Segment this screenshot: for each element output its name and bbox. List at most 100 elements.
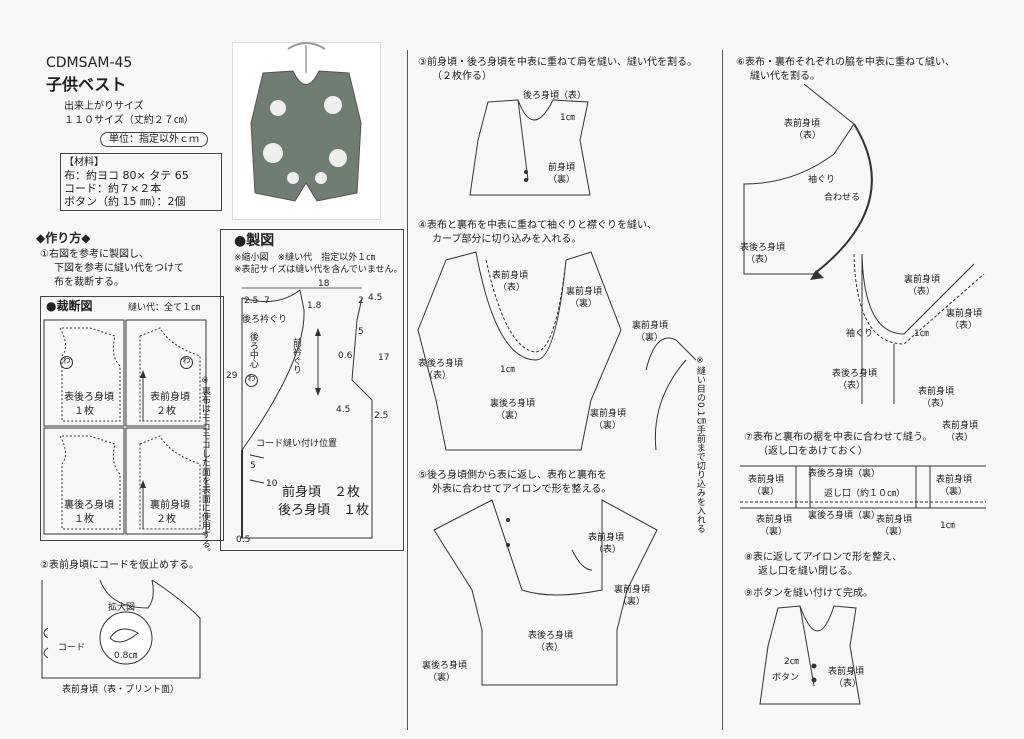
howto-heading: ◆作り方◆ <box>36 231 91 245</box>
step7-text1: ⑦表布と裏布の裾を中表に合わせて縫う。 <box>744 432 933 443</box>
step7-ura-mae-b2: （裏） <box>940 487 968 497</box>
step7-ura-mae-a1: 表前身頃 <box>748 475 785 485</box>
dim-4-5b: 4.5 <box>336 405 351 415</box>
step6-omote-mae2: （表） <box>794 131 822 141</box>
step7-ura-mae-c1: 表前身頃 <box>756 515 793 525</box>
step5-omote-ushiro2: （表） <box>536 643 564 653</box>
step5-omote-ushiro1: 表後ろ身頃 <box>528 631 574 641</box>
piece2-label1: 表前身頃 <box>150 392 190 403</box>
piece1-label1: 表後ろ身頃 <box>64 392 114 403</box>
step3-1cm: 1㎝ <box>560 113 575 123</box>
cord-position-label: コード縫い付け位置 <box>256 439 338 449</box>
cutting-heading: ●裁断図 <box>46 299 93 313</box>
step6-omote-ushiro2: （表） <box>746 255 774 265</box>
step9-2cm: 2㎝ <box>784 657 799 667</box>
piece3-label2: １枚 <box>74 514 94 525</box>
piece4-label2: ２枚 <box>156 514 176 525</box>
step9-figure-svg <box>759 605 861 705</box>
step4-ura-mae-r3: 裏前身頃 <box>590 409 627 419</box>
step7-ura-mae-c2: （裏） <box>760 527 788 537</box>
step4-omote-mae2: （表） <box>498 283 526 293</box>
step6-1cm: 1㎝ <box>914 329 929 339</box>
step6-omote-mae5: 表前身頃 <box>942 421 979 431</box>
piece1-label2: １枚 <box>74 406 94 417</box>
drafting-box <box>220 229 404 551</box>
step6-omote-mae6: （表） <box>946 433 974 443</box>
materials-fabric: 布：約ヨコ 80× タテ 65 <box>64 169 189 182</box>
dim-5: 5 <box>358 327 364 337</box>
step6-text2: 縫い代を割る。 <box>750 71 820 82</box>
step6-omote-ushiro4: （表） <box>838 381 866 391</box>
step3-front-label1: 前身頃 <box>548 163 576 173</box>
step5-omote-mae1: 表前身頃 <box>588 533 625 543</box>
step3-text1: ③前身頃・後ろ身頃を中表に重ねて肩を縫い、縫い代を割る。 <box>418 57 697 68</box>
step4-figure-svg <box>417 251 697 451</box>
step9-front1: 表前身頃 <box>828 667 865 677</box>
back-neck-label: 後ろ衿ぐり <box>242 315 288 325</box>
step1-line2: 下図を参考に縫い代をつけて <box>54 263 184 274</box>
cutting-seam: 縫い代：全て１㎝ <box>128 303 201 313</box>
dim-0-5: 0.5 <box>236 535 251 545</box>
dim-10: 10 <box>266 479 278 489</box>
dim-4-5a: 4.5 <box>368 293 383 303</box>
size-0-8-label: 0.8㎝ <box>114 651 138 661</box>
step4-omote-mae1: 表前身頃 <box>492 271 529 281</box>
step6-omote-mae1: 表前身頃 <box>784 119 821 129</box>
cutting-layout-svg <box>43 319 207 535</box>
step5-ura-mae1: 裏前身頃 <box>614 585 651 595</box>
step5-omote-mae2: （表） <box>594 545 622 555</box>
unit-note: 単位：指定以外ｃｍ <box>100 132 208 147</box>
step5-text1: ⑤後ろ身頃側から表に返し、表布と裏布を <box>418 470 607 481</box>
step5-ura-ushiro1: 裏後ろ身頃 <box>422 661 468 671</box>
step1-line1: ①右図を参考に製図し、 <box>40 249 149 260</box>
materials-box <box>60 153 222 211</box>
step6-sodeguri2: 袖ぐり <box>846 329 874 339</box>
step6-omote-mae4: （表） <box>922 399 950 409</box>
step3-figure-svg <box>469 99 591 196</box>
product-photo <box>232 42 381 220</box>
product-code: CDMSAM-45 <box>46 55 133 71</box>
step7-ura-mae-b1: 表前身頃 <box>936 475 973 485</box>
column-divider-1 <box>407 50 408 730</box>
step7-text2: （返し口をあけておく） <box>758 446 868 457</box>
step2-text: ②表前身頃にコードを仮止めする。 <box>40 560 199 571</box>
step3-text2: （２枚作る） <box>432 71 492 82</box>
materials-cord: コード：約７×２本 <box>64 182 162 195</box>
size-value: １１０サイズ（丈約２７㎝） <box>64 115 194 126</box>
size-label: 出来上がりサイズ <box>64 101 144 112</box>
step4-ura-mae-r1: 裏前身頃 <box>632 321 669 331</box>
dim-2: 2 <box>358 296 364 306</box>
materials-heading: 【材料】 <box>64 157 104 168</box>
step4-ura-mae-r4: （裏） <box>594 421 622 431</box>
step4-ura-mae1: 裏前身頃 <box>566 287 603 297</box>
cutting-side-note: ※裏布はモコモコした面を表面に使用する。 <box>199 376 210 557</box>
step9-front2: （表） <box>834 679 862 689</box>
dim-7: 7 <box>264 296 270 306</box>
step4-ura-ushiro2: （裏） <box>496 411 524 421</box>
step5-ura-ushiro2: （裏） <box>428 673 456 683</box>
step6-omote-ushiro1: 表後ろ身頃 <box>740 243 786 253</box>
drafting-label-front: 前身頃 ２枚 <box>282 485 361 500</box>
step9-button-label: ボタン <box>772 673 800 683</box>
step5-ura-mae2: （裏） <box>618 597 646 607</box>
cord-label: コード <box>58 643 86 653</box>
step8-text1: ⑧表に返してアイロンで形を整え、 <box>744 552 903 563</box>
step4-ura-mae2: （裏） <box>570 299 598 309</box>
step6-omote-mae3: 表前身頃 <box>918 387 955 397</box>
step9-text: ⑨ボタンを縫い付けて完成。 <box>744 588 873 599</box>
step5-text2: 外表に合わせてアイロンで形を整える。 <box>432 484 612 495</box>
step4-1cm: 1㎝ <box>500 365 515 375</box>
step6-sodeguri: 袖ぐり <box>808 175 836 185</box>
drafting-note1: ※縮小図 ※縫い代 指定以外１㎝ <box>234 253 376 263</box>
page-title: 子供ベスト <box>46 75 127 94</box>
drafting-note2: ※表記サイズは縫い代を含んでいません。 <box>234 265 403 275</box>
step6-text1: ⑥表布・裏布それぞれの脇を中表に重ねて縫い、 <box>736 57 955 68</box>
step5-figure-svg <box>433 499 658 686</box>
front-neck-label: 前衿ぐり <box>290 338 301 374</box>
zoom-label: 拡大図 <box>108 603 136 613</box>
step3-front-label2: （裏） <box>548 175 576 185</box>
dim-2-5b: 2.5 <box>374 411 389 421</box>
dim-17: 17 <box>378 353 390 363</box>
step4-ura-ushiro1: 裏後ろ身頃 <box>490 399 536 409</box>
drafting-pattern-svg <box>241 287 373 539</box>
